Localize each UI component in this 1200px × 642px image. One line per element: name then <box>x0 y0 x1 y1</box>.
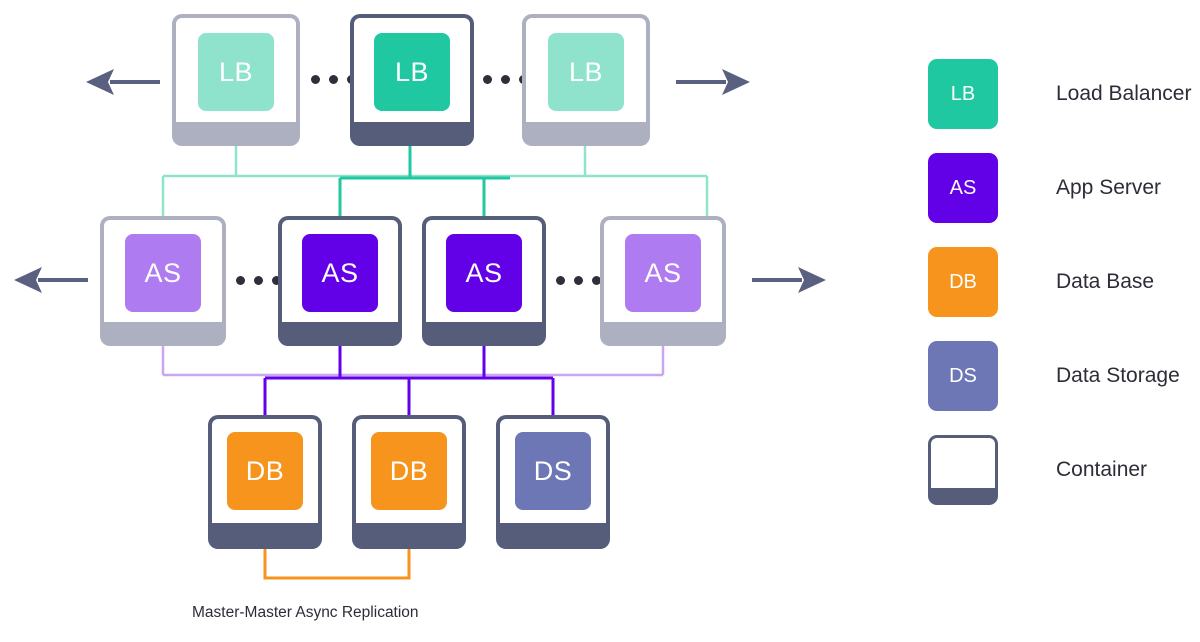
legend-swatch-ds: DS <box>928 341 998 411</box>
node-as-4[interactable]: AS <box>625 234 701 312</box>
legend-item-app-server: AS App Server <box>928 150 1191 226</box>
legend-swatch-lb: LB <box>928 59 998 129</box>
node-as-1[interactable]: AS <box>125 234 201 312</box>
legend-label-db: Data Base <box>1056 270 1155 293</box>
legend-swatch-container <box>928 435 998 505</box>
arrow-left-as-row <box>14 267 88 293</box>
node-db-2[interactable]: DB <box>371 432 447 510</box>
node-lb-2[interactable]: LB <box>374 33 450 111</box>
ellipsis-as-left <box>236 276 281 285</box>
arrow-right-lb-row <box>676 69 750 95</box>
legend-label-lb: Load Balancer <box>1056 82 1192 105</box>
legend-item-data-base: DB Data Base <box>928 244 1191 320</box>
ellipsis-as-right <box>556 276 601 285</box>
legend: LB Load Balancer AS App Server DB Data B… <box>928 56 1191 508</box>
legend-item-data-storage: DS Data Storage <box>928 338 1191 414</box>
arrow-left-lb-row <box>86 69 160 95</box>
legend-label-container: Container <box>1056 458 1148 481</box>
legend-item-container: Container <box>928 432 1191 508</box>
arrow-right-as-row <box>752 267 826 293</box>
legend-label-ds: Data Storage <box>1056 364 1180 387</box>
node-db-1[interactable]: DB <box>227 432 303 510</box>
legend-swatch-as: AS <box>928 153 998 223</box>
legend-swatch-db: DB <box>928 247 998 317</box>
legend-label-as: App Server <box>1056 176 1162 199</box>
node-lb-3[interactable]: LB <box>548 33 624 111</box>
node-as-3[interactable]: AS <box>446 234 522 312</box>
replication-caption: Master-Master Async Replication <box>192 604 419 621</box>
node-as-2[interactable]: AS <box>302 234 378 312</box>
legend-item-load-balancer: LB Load Balancer <box>928 56 1191 132</box>
node-lb-1[interactable]: LB <box>198 33 274 111</box>
node-ds-1[interactable]: DS <box>515 432 591 510</box>
